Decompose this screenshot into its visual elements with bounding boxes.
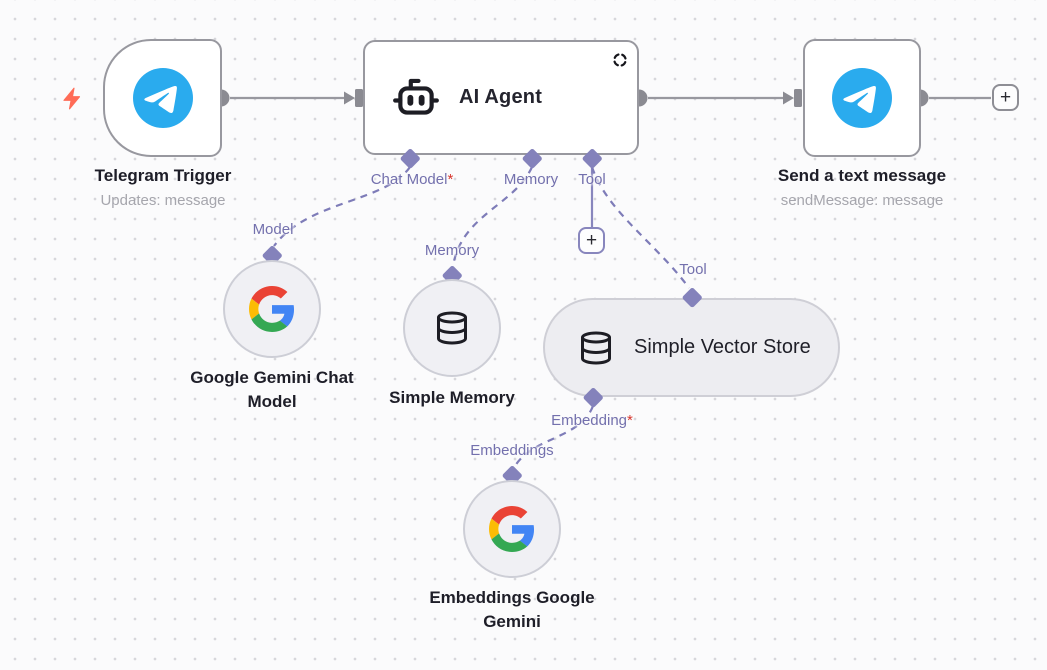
port-label-embedding: Embedding* [551, 412, 633, 429]
node-title: Send a text message [777, 166, 947, 185]
add-tool-button[interactable]: + [578, 227, 605, 254]
connection-memory-to-simplememory [451, 166, 533, 267]
label-send-text-message: Send a text message sendMessage: message [752, 164, 972, 212]
node-ai-agent[interactable]: AI Agent [363, 40, 639, 155]
node-simple-vector-store[interactable]: Simple Vector Store [543, 298, 840, 397]
node-subtitle: sendMessage: message [780, 192, 944, 209]
database-icon [578, 330, 614, 366]
node-inner-title: Simple Vector Store [634, 336, 811, 358]
node-title: Simple Memory [389, 388, 515, 407]
input-port-send [794, 89, 802, 107]
port-label-tool: Tool [578, 171, 606, 188]
arrowhead-icon [783, 91, 794, 105]
port-label-embeddings: Embeddings [470, 442, 554, 459]
connection-chatmodel-to-gemini [273, 166, 411, 247]
required-mark: * [627, 412, 633, 429]
telegram-icon [832, 68, 892, 128]
lightning-bolt-icon [60, 86, 85, 111]
input-port-agent [355, 89, 363, 107]
node-google-gemini-chat-model[interactable] [223, 260, 321, 358]
label-embeddings-google-gemini: Embeddings Google Gemini [412, 586, 612, 634]
port-label-chat-model: Chat Model* [370, 171, 454, 188]
label-telegram-trigger: Telegram Trigger Updates: message [53, 164, 273, 212]
google-icon [489, 506, 535, 552]
arrowhead-icon [344, 91, 355, 105]
port-label-memory: Memory [503, 171, 559, 188]
required-mark: * [447, 171, 454, 188]
node-title: Telegram Trigger [94, 166, 232, 185]
connection-tool-to-vectorstore [590, 166, 690, 289]
node-title: Google Gemini Chat Model [190, 368, 354, 411]
node-send-text-message[interactable] [803, 39, 921, 157]
node-embeddings-google-gemini[interactable] [463, 480, 561, 578]
node-title: Embeddings Google Gemini [429, 588, 595, 631]
google-icon [249, 286, 295, 332]
bot-icon [391, 73, 441, 123]
port-label-model: Model [252, 221, 294, 238]
add-node-button[interactable]: + [992, 84, 1019, 111]
node-inner-title: AI Agent [459, 86, 543, 108]
label-google-gemini-chat-model: Google Gemini Chat Model [172, 366, 372, 414]
port-label-memory-sub: Memory [424, 242, 480, 259]
node-telegram-trigger[interactable] [103, 39, 222, 157]
telegram-icon [132, 68, 193, 128]
database-icon [434, 310, 470, 346]
node-subtitle: Updates: message [100, 192, 226, 209]
label-simple-memory: Simple Memory [352, 386, 552, 410]
spinner-icon [612, 52, 628, 68]
node-simple-memory[interactable] [403, 279, 501, 377]
port-label-tool-sub: Tool [679, 261, 707, 278]
